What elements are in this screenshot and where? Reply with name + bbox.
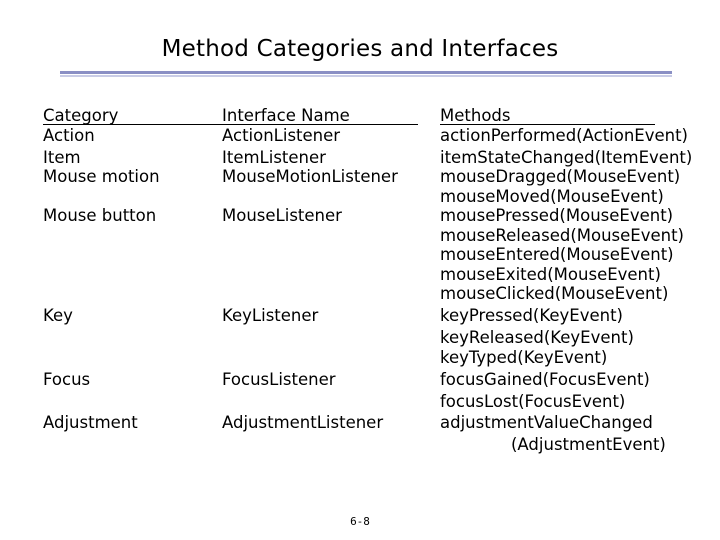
method-cell: mouseDragged(MouseEvent)	[440, 167, 681, 186]
method-cell: focusGained(FocusEvent)	[440, 370, 650, 389]
header-methods: Methods	[440, 106, 511, 125]
title-rule-shadow	[60, 75, 672, 77]
method-cell: focusLost(FocusEvent)	[440, 392, 626, 411]
header-underline-methods	[440, 124, 655, 125]
method-cell: adjustmentValueChanged	[440, 413, 653, 432]
header-underline-category	[43, 124, 222, 125]
method-cell: keyPressed(KeyEvent)	[440, 306, 623, 325]
category-cell: Action	[43, 126, 95, 145]
method-cell: actionPerformed(ActionEvent)	[440, 126, 688, 145]
interface-cell: MouseMotionListener	[222, 167, 398, 186]
method-cell: keyTyped(KeyEvent)	[440, 348, 608, 367]
method-cell: mouseMoved(MouseEvent)	[440, 187, 664, 206]
category-cell: Mouse button	[43, 206, 157, 225]
interface-cell: KeyListener	[222, 306, 319, 325]
method-cell: keyReleased(KeyEvent)	[440, 328, 634, 347]
category-cell: Adjustment	[43, 413, 138, 432]
method-cell: mouseExited(MouseEvent)	[440, 265, 661, 284]
method-cell: mouseEntered(MouseEvent)	[440, 245, 674, 264]
category-cell: Key	[43, 306, 73, 325]
header-underline-interface	[222, 124, 418, 125]
method-cell: mouseClicked(MouseEvent)	[440, 284, 669, 303]
method-cell: mouseReleased(MouseEvent)	[440, 226, 684, 245]
category-cell: Mouse motion	[43, 167, 160, 186]
method-cell-continuation: (AdjustmentEvent)	[511, 435, 666, 454]
title-rule	[60, 71, 672, 74]
category-cell: Item	[43, 148, 81, 167]
slide-title: Method Categories and Interfaces	[161, 36, 559, 62]
page-number: 6-8	[350, 515, 370, 528]
interface-cell: AdjustmentListener	[222, 413, 384, 432]
category-cell: Focus	[43, 370, 91, 389]
method-cell: itemStateChanged(ItemEvent)	[440, 148, 693, 167]
header-category: Category	[43, 106, 119, 125]
header-interface: Interface Name	[222, 106, 350, 125]
method-cell: mousePressed(MouseEvent)	[440, 206, 674, 225]
interface-cell: FocusListener	[222, 370, 336, 389]
interface-cell: MouseListener	[222, 206, 342, 225]
interface-cell: ItemListener	[222, 148, 326, 167]
interface-cell: ActionListener	[222, 126, 341, 145]
